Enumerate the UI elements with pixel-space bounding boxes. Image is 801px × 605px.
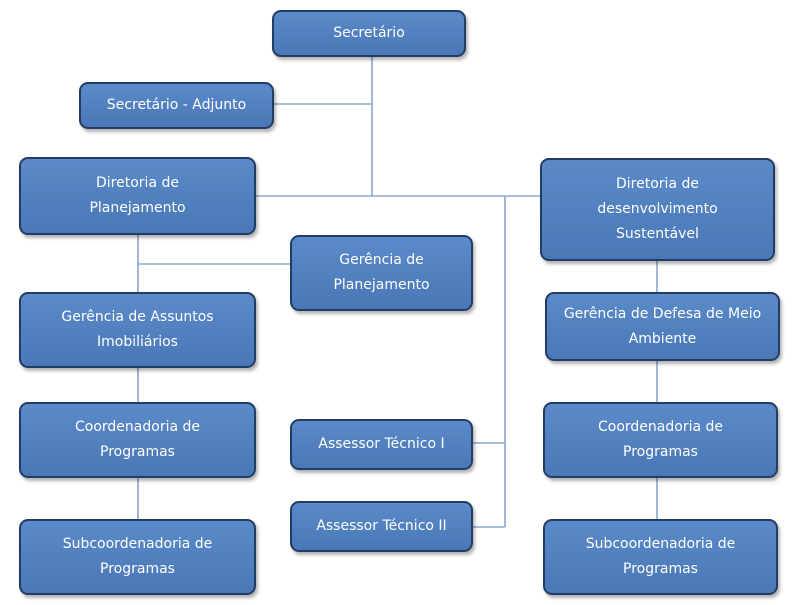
node-assessor-tecnico-1: Assessor Técnico I <box>290 419 473 470</box>
node-gerencia-planejamento: Gerência de Planejamento <box>290 235 473 311</box>
node-secretario: Secretário <box>272 10 466 57</box>
node-secretario-label: Secretário <box>333 25 405 41</box>
node-diretoria-planejamento-label: Diretoria de Planejamento <box>89 175 186 216</box>
node-gerencia-planejamento-label: Gerência de Planejamento <box>333 252 430 293</box>
node-subcoordenadoria-programas-left: Subcoordenadoria de Programas <box>19 519 256 595</box>
node-diretoria-desenvolvimento-label: Diretoria de desenvolvimento Sustentável <box>597 176 718 242</box>
node-assessor-tecnico-2-label: Assessor Técnico II <box>316 518 447 534</box>
node-gerencia-assuntos-imobiliarios-label: Gerência de Assuntos Imobiliários <box>61 309 214 350</box>
node-secretario-adjunto-label: Secretário - Adjunto <box>106 97 247 113</box>
node-coordenadoria-programas-left-label: Coordenadoria de Programas <box>75 419 200 460</box>
node-coordenadoria-programas-right-label: Coordenadoria de Programas <box>598 419 723 460</box>
node-diretoria-planejamento: Diretoria de Planejamento <box>19 157 256 235</box>
node-assessor-tecnico-2: Assessor Técnico II <box>290 501 473 552</box>
node-assessor-tecnico-1-label: Assessor Técnico I <box>318 436 445 452</box>
node-gerencia-defesa-meio-ambiente: Gerência de Defesa de Meio Ambiente <box>545 292 780 361</box>
node-subcoordenadoria-programas-right: Subcoordenadoria de Programas <box>543 519 778 595</box>
node-coordenadoria-programas-right: Coordenadoria de Programas <box>543 402 778 478</box>
node-coordenadoria-programas-left: Coordenadoria de Programas <box>19 402 256 478</box>
node-subcoordenadoria-programas-left-label: Subcoordenadoria de Programas <box>62 536 213 577</box>
node-secretario-adjunto: Secretário - Adjunto <box>79 82 274 129</box>
node-diretoria-desenvolvimento: Diretoria de desenvolvimento Sustentável <box>540 158 775 261</box>
node-subcoordenadoria-programas-right-label: Subcoordenadoria de Programas <box>585 536 736 577</box>
node-gerencia-defesa-meio-ambiente-label: Gerência de Defesa de Meio Ambiente <box>563 305 762 347</box>
node-gerencia-assuntos-imobiliarios: Gerência de Assuntos Imobiliários <box>19 292 256 368</box>
